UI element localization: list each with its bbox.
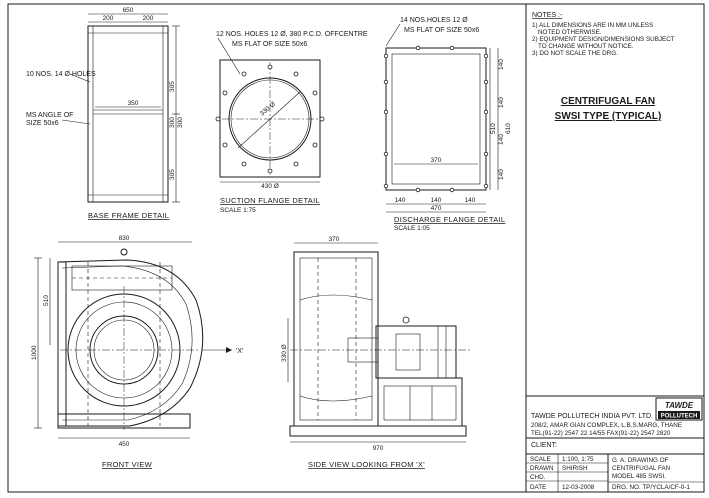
sheet-border	[7, 3, 705, 493]
discharge-dim-140-b3: 140	[465, 197, 476, 204]
base-frame-holes-note: 10 NOS. 14 Ø HOLES	[26, 71, 96, 78]
base-frame-dim-350: 350	[128, 100, 139, 107]
notes-block: NOTES :- 1) ALL DIMENSIONS ARE IN MM UNL…	[532, 12, 675, 57]
suction-scale: SCALE 1:75	[220, 207, 256, 214]
suction-flat-note: MS FLAT OF SIZE 50x6	[232, 41, 307, 48]
front-view-caption: FRONT VIEW	[102, 460, 153, 469]
discharge-dim-140-s1: 140	[498, 59, 505, 70]
note-line-2: 2) EQUIPMENT DESIGN/DIMENSIONS SUBJECT	[532, 36, 675, 43]
base-frame-dim-650: 650	[123, 7, 134, 14]
base-frame-caption: BASE FRAME DETAIL	[88, 211, 169, 220]
discharge-scale: SCALE 1:05	[394, 225, 430, 232]
scale-value: 1:100, 1:75	[562, 456, 594, 463]
discharge-dim-470: 470	[431, 205, 442, 212]
base-frame-angle-note: MS ANGLE OF	[26, 112, 73, 119]
suction-dim-430: 430 Ø	[261, 183, 279, 190]
drawn-value: SHIRISH	[562, 465, 588, 472]
notes-heading: NOTES :-	[532, 12, 563, 19]
drawing-subject: CENTRIFUGAL FAN	[612, 465, 671, 472]
discharge-dim-140-s2: 140	[498, 97, 505, 108]
base-frame-dim-305-bottom: 305	[169, 169, 176, 180]
front-dim-1000: 1000	[31, 345, 38, 360]
side-dim-330: 330 Ø	[281, 344, 288, 362]
side-dim-370: 370	[329, 236, 340, 243]
discharge-bolt-holes	[383, 45, 489, 193]
discharge-flat-note: MS FLAT OF SIZE 50x6	[404, 27, 479, 34]
base-frame-dim-305-top: 305	[169, 81, 176, 92]
drawing-number: DRG. NO. TP/YCLA/CF-0-1	[612, 484, 690, 491]
discharge-dim-140-b2: 140	[431, 197, 442, 204]
discharge-dim-510: 510	[490, 123, 497, 134]
discharge-dim-140-s3: 140	[498, 134, 505, 145]
company-logo: TAWDE POLLUTECH	[655, 397, 703, 421]
base-frame-dim-300-b: 300	[177, 117, 184, 128]
side-view: 370 330 Ø 970 SIDE VIEW LOOKING FROM 'X'	[281, 236, 470, 469]
side-view-caption: SIDE VIEW LOOKING FROM 'X'	[308, 460, 425, 469]
company-address-1: 208/2, AMAR GIAN COMPLEX, L.B.S.MARG, TH…	[531, 422, 682, 429]
drawing-model: MODEL 485 SWSI.	[612, 473, 666, 480]
note-line-1b: NOTED OTHERWISE.	[538, 29, 602, 36]
base-frame-dim-300-a: 300	[169, 117, 176, 128]
discharge-holes-note: 14 NOS.HOLES 12 Ø	[400, 17, 468, 24]
note-line-2b: TO CHANGE WITHOUT NOTICE.	[538, 43, 634, 50]
checked-label: CHD.	[530, 474, 546, 481]
discharge-flange-detail: 14 NOS.HOLES 12 Ø MS FLAT OF SIZE 50x6 3…	[383, 17, 512, 232]
front-dim-510: 510	[43, 295, 50, 306]
front-view: 830 1000 510 450 'X' FRONT VIEW	[31, 235, 243, 469]
logo-text-bottom: POLLUTECH	[661, 414, 698, 420]
discharge-caption: DISCHARGE FLANGE DETAIL	[394, 215, 505, 224]
company-address-2: TEL(91-22) 2547 22 14/55 FAX(91-22) 2547…	[531, 430, 671, 437]
suction-bolt-holes	[215, 64, 325, 174]
logo-text-top: TAWDE	[665, 401, 694, 410]
base-frame-dim-200-right: 200	[143, 15, 154, 22]
front-dim-830: 830	[119, 235, 130, 242]
date-value: 12-03-2008	[562, 484, 595, 491]
front-view-marker-x: 'X'	[236, 348, 243, 355]
base-frame-detail: 650 200 200 350 305 300 300 305 10 NOS. …	[26, 7, 184, 220]
scale-label: SCALE	[530, 456, 551, 463]
base-frame-dim-200-left: 200	[103, 15, 114, 22]
suction-holes-note: 12 NOS. HOLES 12 Ø, 380 P.C.D. OFFCENTRE	[216, 31, 368, 38]
discharge-dim-370: 370	[431, 157, 442, 164]
drawn-label: DRAWN	[530, 465, 554, 472]
base-frame-angle-size: SIZE 50x6	[26, 120, 59, 127]
client-label: CLIENT:	[531, 442, 557, 449]
discharge-dim-610: 610	[505, 123, 512, 134]
note-line-3: 3) DO NOT SCALE THE DRG.	[532, 50, 618, 57]
note-line-1: 1) ALL DIMENSIONS ARE IN MM UNLESS	[532, 22, 653, 29]
discharge-dim-140-b1: 140	[395, 197, 406, 204]
drawing-title-line-2: SWSI TYPE (TYPICAL)	[555, 111, 662, 122]
drawing-of: G. A. DRAWING OF	[612, 457, 669, 464]
drawing-title: CENTRIFUGAL FAN SWSI TYPE (TYPICAL)	[555, 96, 662, 122]
side-dim-970: 970	[373, 445, 384, 452]
date-label: DATE	[530, 484, 546, 491]
title-block: TAWDE POLLUTECH INDIA PVT. LTD. 208/2, A…	[526, 395, 704, 492]
company-name: TAWDE POLLUTECH INDIA PVT. LTD.	[531, 413, 653, 420]
suction-flange-detail: 12 NOS. HOLES 12 Ø, 380 P.C.D. OFFCENTRE…	[215, 31, 368, 214]
suction-caption: SUCTION FLANGE DETAIL	[220, 196, 320, 205]
discharge-dim-140-s4: 140	[498, 169, 505, 180]
drawing-title-line-1: CENTRIFUGAL FAN	[561, 96, 655, 107]
front-dim-450: 450	[119, 441, 130, 448]
